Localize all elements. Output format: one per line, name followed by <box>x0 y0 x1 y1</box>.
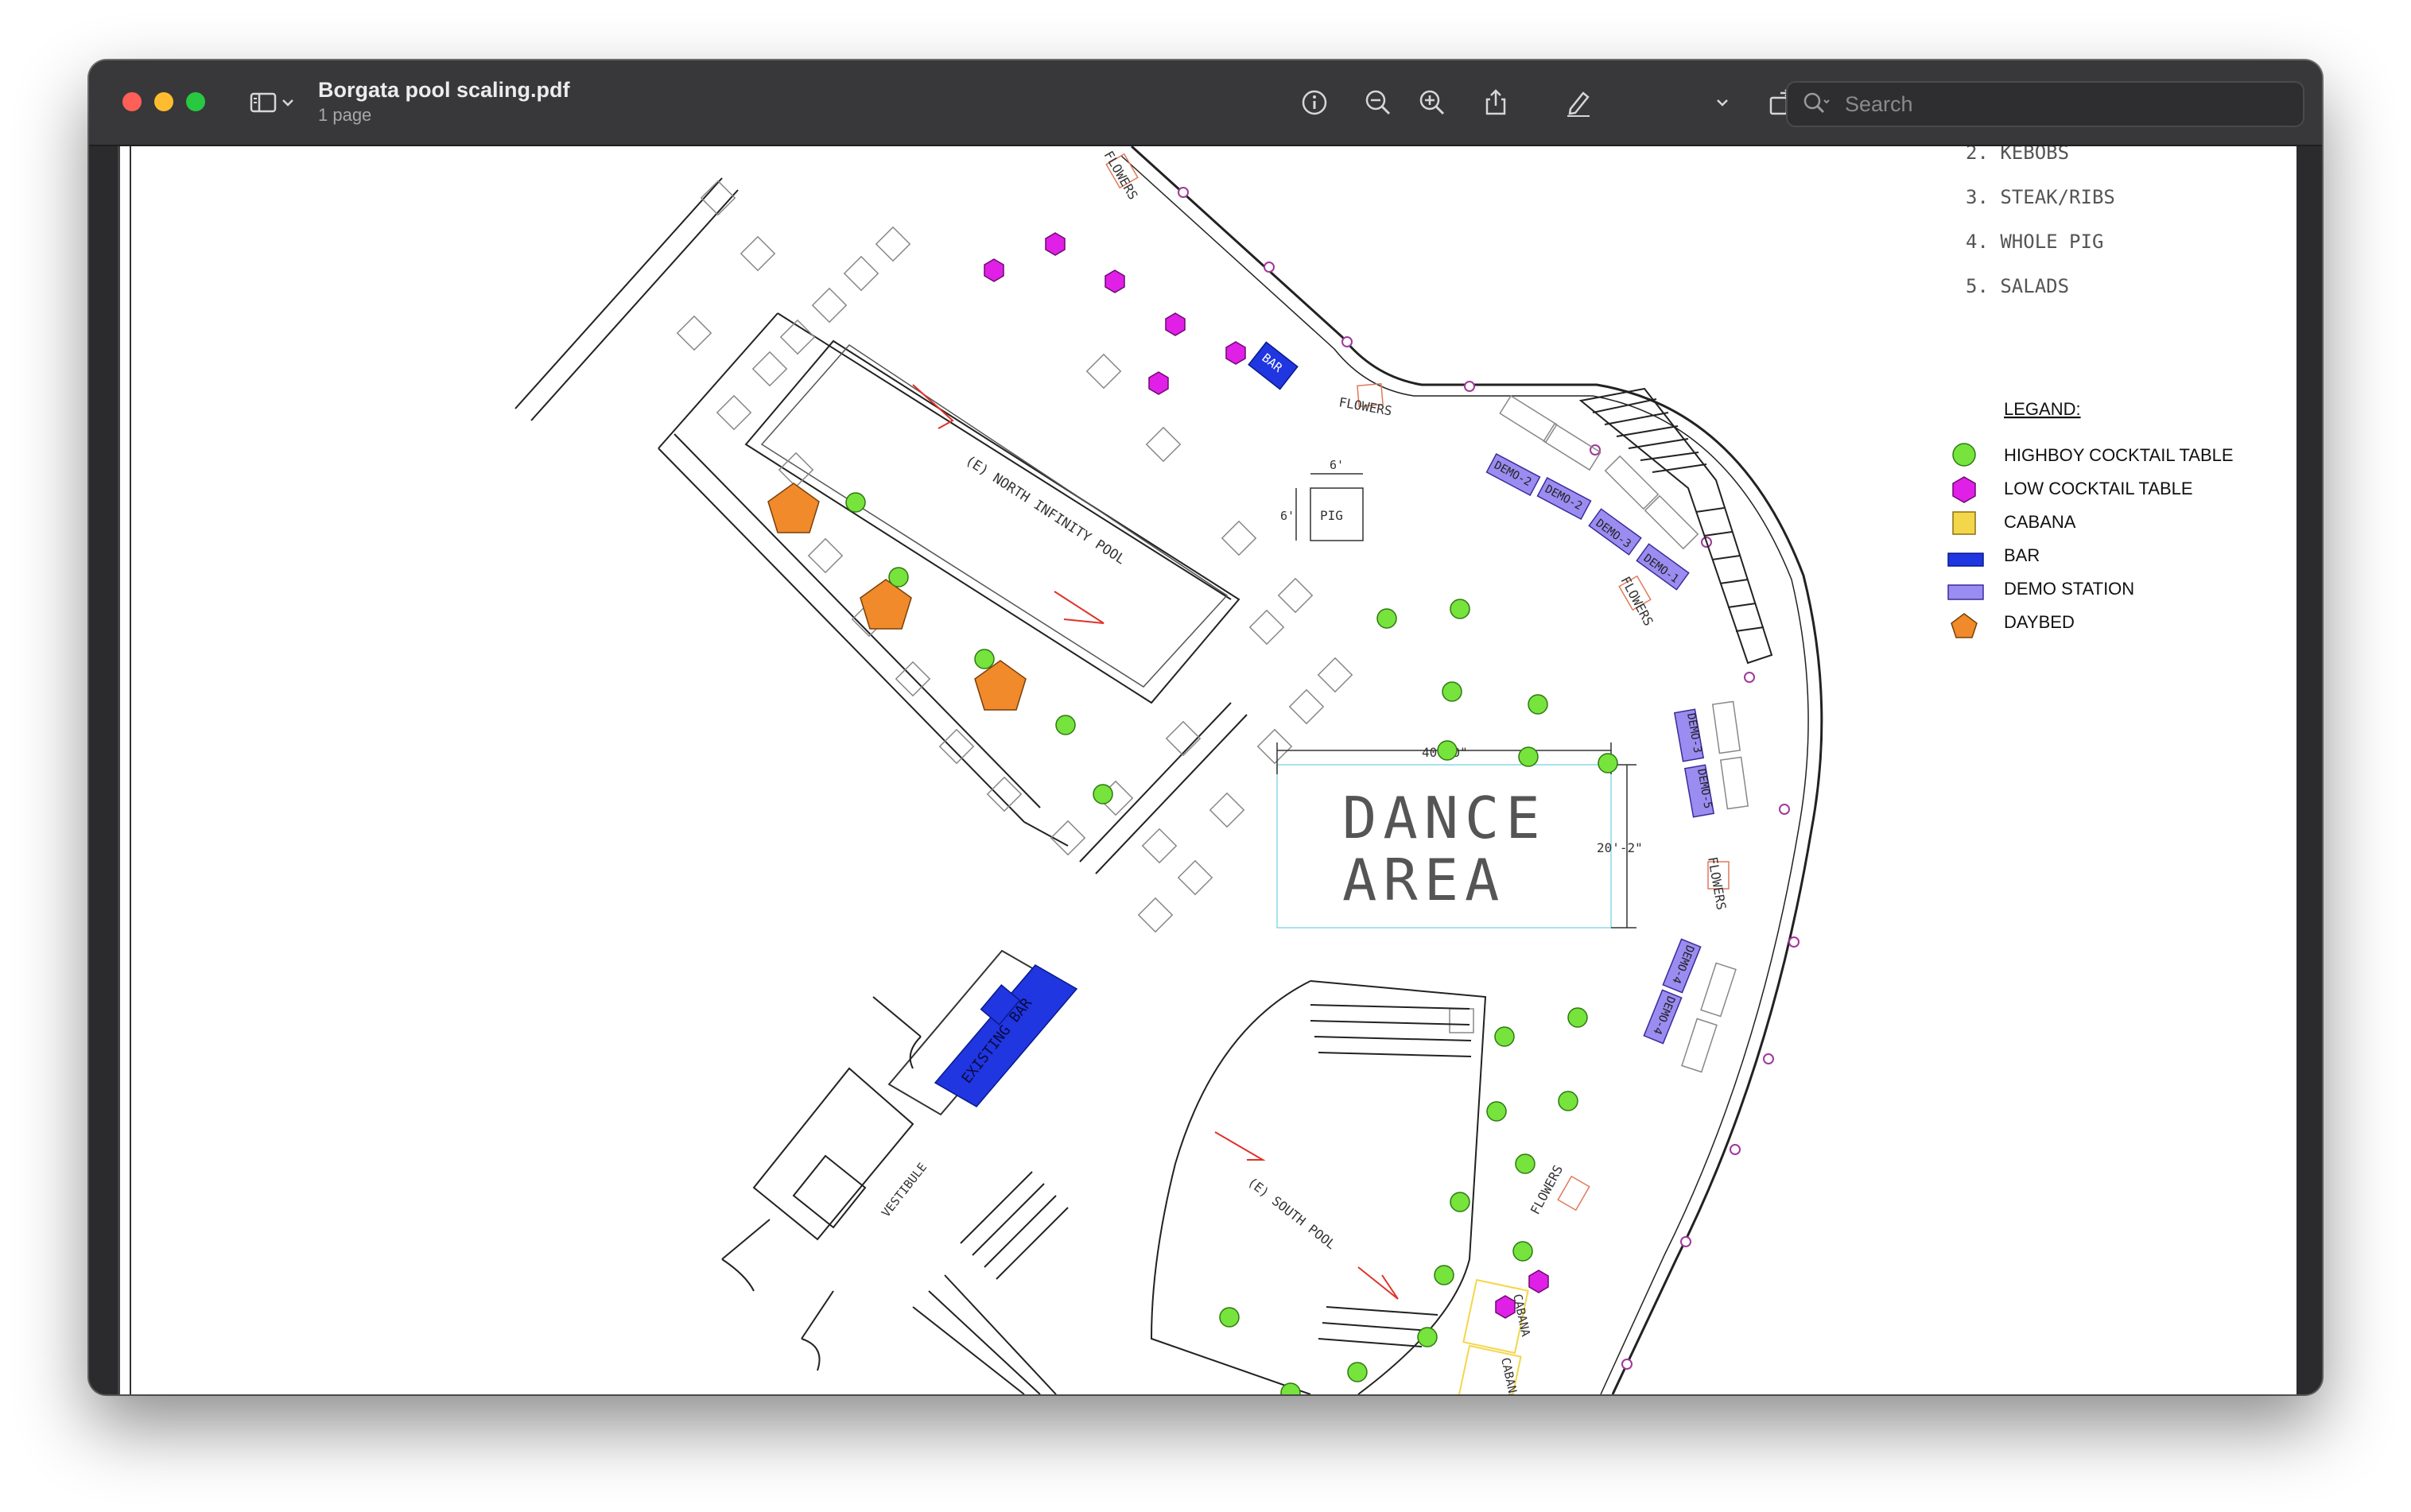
legend-label: DEMO STATION <box>2004 579 2134 599</box>
floor-plan: (E) NORTH INFINITY POOL <box>118 146 2234 1394</box>
menu-item: 2. KEBOBS <box>1966 146 2069 164</box>
flowers-label: FLOWERS <box>1528 1162 1566 1216</box>
loungers-north <box>676 180 1474 1033</box>
cabana-label: CABANA <box>1510 1293 1533 1338</box>
menu-item: 3. STEAK/RIBS <box>1966 186 2115 208</box>
flowers-label: FLOWERS <box>1617 574 1656 628</box>
vestibule-label: VESTIBULE <box>879 1160 930 1219</box>
zoom-window-button[interactable] <box>186 92 205 111</box>
preview-window: Borgata pool scaling.pdf 1 page <box>89 60 2322 1394</box>
chevron-down-icon[interactable] <box>1711 84 1734 121</box>
search-field[interactable]: Search <box>1786 81 2304 127</box>
legend-title: LEGAND: <box>2004 399 2081 419</box>
flowers-label: FLOWERS <box>1338 394 1393 418</box>
legend-label: DAYBED <box>2004 612 2075 632</box>
legend-label: HIGHBOY COCKTAIL TABLE <box>2004 445 2234 465</box>
low-cocktail-tables <box>984 232 1549 1319</box>
flowers-labels: FLOWERS FLOWERS FLOWERS FLOWERS FLOWERS <box>1101 149 1730 1217</box>
dance-dim-height: 20'-2" <box>1597 840 1643 855</box>
pig-label: PIG <box>1320 508 1343 523</box>
daybeds <box>767 483 1027 711</box>
cabana-photo-label: CABANA PHOTO <box>1498 1356 1530 1394</box>
railing-posts <box>1178 187 1800 1370</box>
cabana-area <box>1457 1278 1529 1394</box>
legend-label: CABANA <box>2004 512 2076 532</box>
stairs-southwest <box>912 1171 1069 1394</box>
pig-dim-height: 6' <box>1280 509 1295 523</box>
legend-bar-swatch <box>1947 552 1984 567</box>
pig-station <box>1295 473 1364 541</box>
document-viewport[interactable]: (E) NORTH INFINITY POOL <box>89 146 2322 1394</box>
loungers-east <box>1499 394 1749 1073</box>
demo-stations <box>1485 452 1715 1045</box>
sidebar-toggle-icon[interactable] <box>245 84 281 121</box>
north-infinity-pool: (E) NORTH INFINITY POOL <box>744 339 1240 704</box>
titlebar: Borgata pool scaling.pdf 1 page <box>89 60 2322 146</box>
markup-pen-icon[interactable] <box>1560 84 1597 121</box>
flowers-markers <box>1105 153 1730 1212</box>
menu-item: 5. SALADS <box>1966 275 2069 297</box>
menu-list: 2. KEBOBS 3. STEAK/RIBS 4. WHOLE PIG 5. … <box>1966 146 2115 297</box>
info-icon[interactable] <box>1296 84 1333 121</box>
search-icon <box>1797 86 1834 122</box>
chevron-down-icon[interactable] <box>277 84 299 121</box>
pdf-page: (E) NORTH INFINITY POOL <box>118 146 2296 1394</box>
south-pool <box>1150 980 1487 1394</box>
legend-daybed-swatch <box>1951 613 1978 638</box>
legend-label: BAR <box>2004 545 2040 565</box>
document-page-count: 1 page <box>318 105 372 125</box>
legend-demo-station-swatch <box>1947 584 1984 600</box>
legend-low-cocktail-swatch <box>1952 476 1976 503</box>
close-window-button[interactable] <box>122 92 142 111</box>
document-title: Borgata pool scaling.pdf <box>318 78 570 102</box>
search-placeholder: Search <box>1845 92 1913 116</box>
dance-area-title-line2: AREA <box>1342 847 1505 913</box>
north-pool-walls <box>514 177 1248 874</box>
pig-dim-width: 6' <box>1330 458 1344 472</box>
highboy-tables <box>845 492 1618 1394</box>
legend-cabana-swatch <box>1952 511 1976 535</box>
menu-item: 4. WHOLE PIG <box>1966 231 2103 253</box>
bar-small: BAR <box>1248 341 1299 390</box>
share-icon[interactable] <box>1477 84 1514 121</box>
legend: LEGAND: HIGHBOY COCKTAIL TABLE LOW COCKT… <box>1947 399 2234 638</box>
minimize-window-button[interactable] <box>154 92 173 111</box>
dance-area-title-line1: DANCE <box>1342 785 1547 851</box>
vestibule <box>721 996 922 1371</box>
outer-railing <box>1120 146 1823 1394</box>
north-pool-label: (E) NORTH INFINITY POOL <box>962 452 1128 568</box>
south-pool-label: (E) SOUTH POOL <box>1245 1174 1339 1252</box>
legend-highboy-swatch <box>1952 443 1976 467</box>
zoom-in-icon[interactable] <box>1414 84 1450 121</box>
zoom-out-icon[interactable] <box>1360 84 1396 121</box>
stairs-east <box>1578 387 1773 665</box>
legend-label: LOW COCKTAIL TABLE <box>2004 479 2193 498</box>
